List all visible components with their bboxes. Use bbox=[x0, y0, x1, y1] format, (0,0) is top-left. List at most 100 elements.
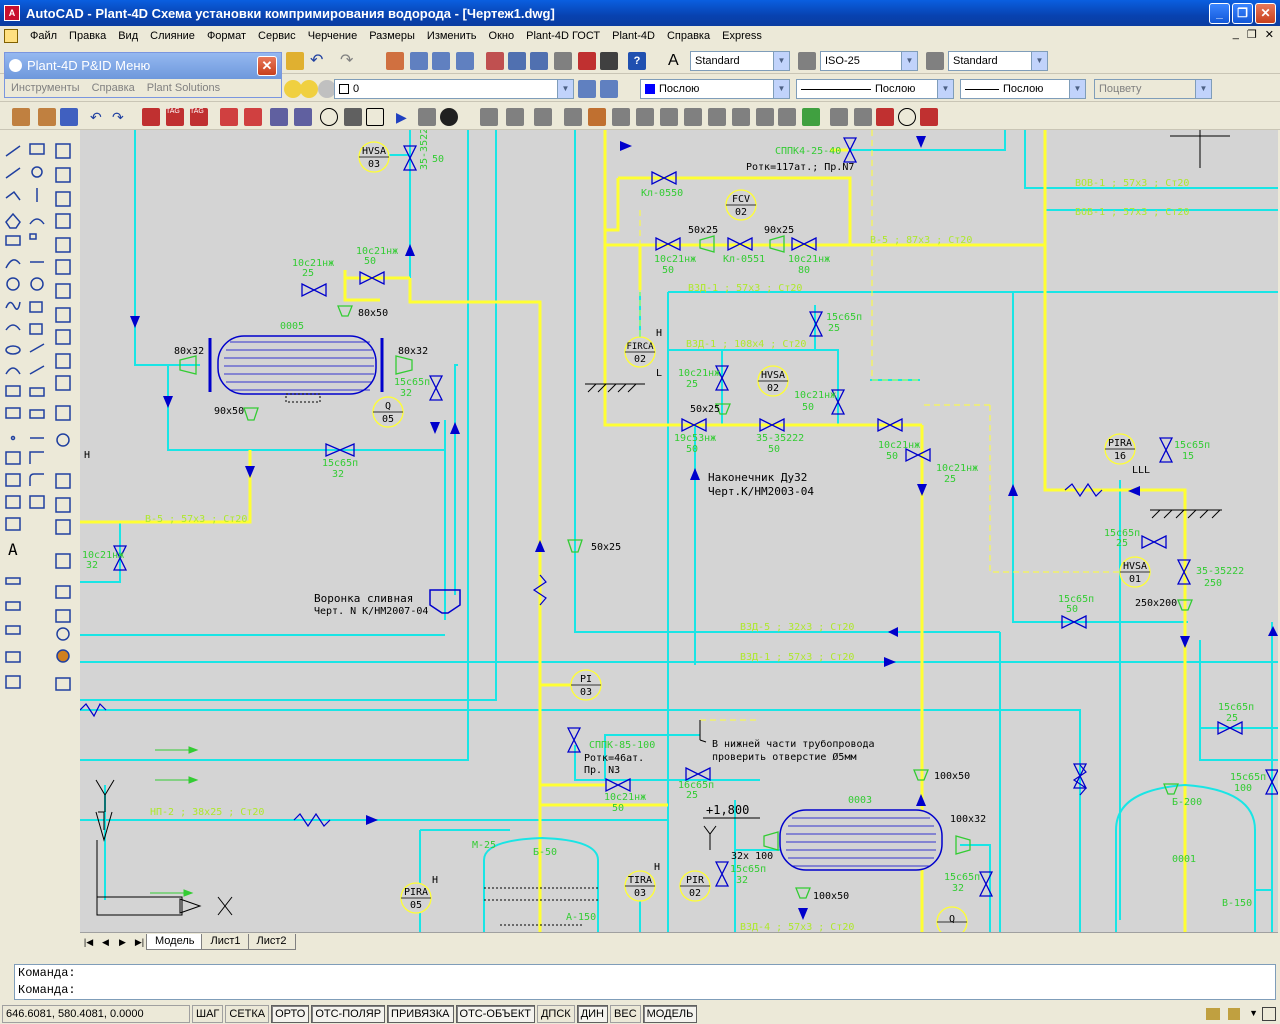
circle-symbol-icon[interactable] bbox=[320, 108, 338, 126]
dim-style-icon[interactable] bbox=[798, 52, 816, 70]
erase-icon[interactable] bbox=[60, 108, 78, 126]
lineweight-select[interactable]: Послою▼ bbox=[960, 79, 1086, 99]
tray-settings-icon[interactable] bbox=[1206, 1008, 1220, 1020]
pencil-icon[interactable] bbox=[12, 108, 30, 126]
doc-minimize-button[interactable]: _ bbox=[1232, 28, 1239, 40]
first-tab-icon[interactable]: |◀ bbox=[83, 936, 94, 947]
polar-toggle[interactable]: ОТС-ПОЛЯР bbox=[311, 1005, 386, 1023]
grid-toggle[interactable]: СЕТКА bbox=[225, 1005, 270, 1023]
document-icon[interactable] bbox=[4, 29, 18, 43]
next-tab-icon[interactable]: ▶ bbox=[119, 936, 126, 947]
design-center-icon[interactable] bbox=[508, 52, 526, 70]
info-icon[interactable] bbox=[440, 108, 458, 126]
doc-close-button[interactable]: ✕ bbox=[1264, 29, 1274, 41]
properties-icon[interactable] bbox=[486, 52, 504, 70]
report-tool-icon[interactable] bbox=[830, 108, 848, 126]
layer-viewport-icon[interactable] bbox=[318, 80, 336, 98]
flange-tool-icon[interactable] bbox=[534, 108, 552, 126]
sheet-set-icon[interactable] bbox=[554, 52, 572, 70]
text-style-select[interactable]: Standard▼ bbox=[690, 51, 790, 71]
a3-tool-icon[interactable] bbox=[920, 108, 938, 126]
column-tool-icon[interactable] bbox=[756, 108, 774, 126]
zoom-window-icon[interactable] bbox=[432, 52, 450, 70]
doc-restore-button[interactable]: ❐ bbox=[1246, 29, 1257, 41]
panel-menu-help[interactable]: Справка bbox=[91, 82, 135, 94]
spec-tool-icon[interactable] bbox=[708, 108, 726, 126]
checkbox-icon[interactable] bbox=[366, 108, 384, 126]
menu-help[interactable]: Справка bbox=[666, 30, 711, 42]
gauge-tool-icon[interactable] bbox=[778, 108, 796, 126]
menu-dimension[interactable]: Размеры bbox=[369, 30, 415, 42]
undo-icon[interactable]: ↶ bbox=[310, 52, 324, 69]
lwt-toggle[interactable]: ВЕС bbox=[610, 1005, 641, 1023]
menu-view[interactable]: Вид bbox=[118, 30, 139, 42]
connect-icon[interactable] bbox=[220, 108, 238, 126]
insert-valve-icon[interactable] bbox=[270, 108, 288, 126]
tool-palettes-icon[interactable] bbox=[530, 52, 548, 70]
clean-screen-icon[interactable] bbox=[1262, 1007, 1276, 1021]
vessel-tool-icon[interactable] bbox=[564, 108, 582, 126]
drawing-canvas[interactable]: 0005 0003 0001 Б-50 Б-200 А-150 В-150 М-… bbox=[80, 130, 1278, 932]
lock-icon[interactable] bbox=[1228, 1008, 1240, 1020]
text-style-icon[interactable]: A bbox=[668, 52, 679, 69]
menu-draw[interactable]: Черчение bbox=[307, 30, 358, 42]
gate-valve-tool-icon[interactable] bbox=[480, 108, 498, 126]
nozzle-tool-icon[interactable] bbox=[684, 108, 702, 126]
menu-plant4d-gost[interactable]: Plant-4D ГОСТ bbox=[526, 30, 601, 42]
pan-icon[interactable] bbox=[386, 52, 404, 70]
panel-menu-plant-solutions[interactable]: Plant Solutions bbox=[146, 82, 221, 94]
layer-previous-icon[interactable] bbox=[600, 80, 618, 98]
undo-small-icon[interactable]: ↶ bbox=[90, 109, 102, 125]
layer-select[interactable]: 0▼ bbox=[334, 79, 574, 99]
otrack-toggle[interactable]: ОТС-ОБЪЕКТ bbox=[455, 1005, 535, 1023]
reducer-tool-icon[interactable] bbox=[660, 108, 678, 126]
match-properties-icon[interactable] bbox=[286, 52, 304, 70]
text-list-icon[interactable] bbox=[344, 108, 362, 126]
snap-toggle[interactable]: ШАГ bbox=[192, 1005, 224, 1023]
command-input-line[interactable]: Команда: bbox=[18, 983, 76, 997]
make-layer-current-icon[interactable] bbox=[578, 80, 596, 98]
database-tool-icon[interactable] bbox=[854, 108, 872, 126]
restore-button[interactable]: ❐ bbox=[1232, 3, 1253, 24]
cursor-coordinates[interactable]: 646.6081, 580.4081, 0.0000 bbox=[2, 1005, 190, 1023]
filter-icon[interactable] bbox=[418, 108, 436, 126]
menu-edit[interactable]: Правка bbox=[69, 30, 107, 42]
color-select[interactable]: Послою▼ bbox=[640, 79, 790, 99]
pump-tool-icon[interactable] bbox=[588, 108, 606, 126]
redo-icon[interactable]: ↷ bbox=[340, 52, 354, 69]
osnap-toggle[interactable]: ПРИВЯЗКА bbox=[387, 1005, 454, 1023]
split-icon[interactable] bbox=[244, 108, 262, 126]
panel-menu-tools[interactable]: Инструменты bbox=[11, 82, 80, 94]
tools-icon[interactable] bbox=[142, 108, 160, 126]
menu-express[interactable]: Express bbox=[722, 30, 762, 42]
check-valve-tool-icon[interactable] bbox=[506, 108, 524, 126]
minimize-button[interactable]: _ bbox=[1209, 3, 1230, 24]
zoom-previous-icon[interactable] bbox=[456, 52, 474, 70]
dim-style-select[interactable]: ISO-25▼ bbox=[820, 51, 918, 71]
linetype-select[interactable]: Послою▼ bbox=[796, 79, 954, 99]
ducs-toggle[interactable]: ДПСК bbox=[536, 1005, 575, 1023]
tag-edit-icon[interactable]: TAG bbox=[190, 108, 208, 126]
export-tool-icon[interactable] bbox=[802, 108, 820, 126]
tab-sheet1[interactable]: Лист1 bbox=[201, 933, 250, 950]
dyn-toggle[interactable]: ДИН bbox=[576, 1005, 609, 1023]
panel-close-button[interactable]: ✕ bbox=[257, 56, 277, 76]
table-style-icon[interactable] bbox=[926, 52, 944, 70]
command-line-window[interactable]: Команда: Команда: bbox=[14, 964, 1276, 1000]
redo-small-icon[interactable]: ↷ bbox=[112, 109, 124, 125]
table-style-select[interactable]: Standard▼ bbox=[948, 51, 1048, 71]
prev-tab-icon[interactable]: ◀ bbox=[102, 936, 109, 947]
tab-model[interactable]: Модель bbox=[146, 933, 204, 950]
tag-icon[interactable]: TAG bbox=[166, 108, 184, 126]
exchanger-tool-icon[interactable] bbox=[612, 108, 630, 126]
last-tab-icon[interactable]: ▶| bbox=[134, 936, 145, 947]
menu-format[interactable]: Формат bbox=[206, 30, 247, 42]
layer-freeze-icon[interactable] bbox=[300, 80, 318, 98]
markup-icon[interactable] bbox=[578, 52, 596, 70]
status-menu-arrow-icon[interactable]: ▼ bbox=[1249, 1008, 1258, 1018]
ortho-toggle[interactable]: ОРТО bbox=[271, 1005, 310, 1023]
close-button[interactable]: ✕ bbox=[1255, 3, 1276, 24]
menu-window[interactable]: Окно bbox=[488, 30, 515, 42]
tab-sheet2[interactable]: Лист2 bbox=[247, 933, 296, 950]
tank-tool-icon[interactable] bbox=[732, 108, 750, 126]
